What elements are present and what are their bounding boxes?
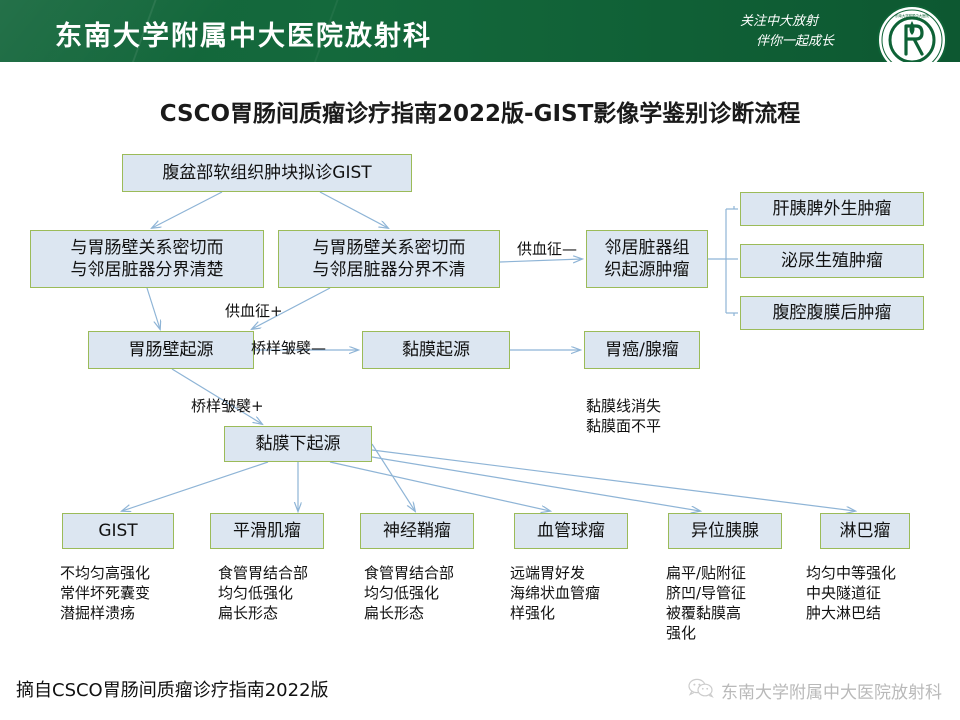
node-lymphoma[interactable]: 淋巴瘤 <box>820 513 910 549</box>
page-title: CSCO胃肠间质瘤诊疗指南2022版-GIST影像学鉴别诊断流程 <box>159 101 801 127</box>
node-pancreas[interactable]: 异位胰腺 <box>668 513 782 549</box>
node-schwannoma[interactable]: 神经鞘瘤 <box>360 513 474 549</box>
desc-schwannoma: 食管胃结合部 均匀低强化 扁长形态 <box>364 564 455 622</box>
source-note: 摘自CSCO胃肠间质瘤诊疗指南2022版 <box>16 680 329 701</box>
desc-pancreas: 扁平/贴附征 脐凹/导管征 被覆黏膜高 强化 <box>666 564 747 642</box>
wechat-icon <box>688 678 714 703</box>
node-root[interactable]: 腹盆部软组织肿块拟诊GIST <box>122 154 412 192</box>
node-glomus[interactable]: 血管球瘤 <box>514 513 628 549</box>
edge-label-bridge-plus: 桥样皱襞+ <box>191 397 264 415</box>
node-liver[interactable]: 肝胰脾外生肿瘤 <box>740 192 924 226</box>
node-mucosa[interactable]: 黏膜起源 <box>362 331 510 369</box>
node-gist[interactable]: GIST <box>62 513 174 549</box>
slogan-line-2: 伴你一起成长 <box>755 34 834 49</box>
node-gastric-ca[interactable]: 胃癌/腺瘤 <box>584 331 700 369</box>
edge-label-bridge-minus: 桥样皱襞— <box>251 339 327 357</box>
svg-text:东南大学附属中大医院: 东南大学附属中大医院 <box>895 13 930 18</box>
node-submucosa[interactable]: 黏膜下起源 <box>224 426 372 462</box>
desc-gist: 不均匀高强化 常伴坏死囊变 潜掘样溃疡 <box>60 564 151 622</box>
desc-lymphoma: 均匀中等强化 中央隧道征 肿大淋巴结 <box>806 564 897 622</box>
node-clear[interactable]: 与胃肠壁关系密切而 与邻居脏器分界清楚 <box>30 230 264 288</box>
annotation-mucosa-sign: 黏膜线消失 黏膜面不平 <box>586 397 662 435</box>
hospital-title: 东南大学附属中大医院放射科 <box>55 21 432 52</box>
desc-leiomyoma: 食管胃结合部 均匀低强化 扁长形态 <box>218 564 309 622</box>
hospital-seal-logo: 东南大学附属中大医院 ZHONGDA HOSPITAL <box>876 4 948 62</box>
node-wall[interactable]: 胃肠壁起源 <box>88 331 254 369</box>
wechat-account-name: 东南大学附属中大医院放射科 <box>721 683 942 703</box>
header-slogan: 关注中大放射 伴你一起成长 <box>740 12 834 52</box>
node-neighbor[interactable]: 邻居脏器组 织起源肿瘤 <box>586 230 708 288</box>
page-header: 东南大学附属中大医院放射科 关注中大放射 伴你一起成长 东南大学附属中大医院 Z… <box>0 0 960 62</box>
edge-label-supply-plus: 供血征+ <box>225 302 283 320</box>
node-leiomyoma[interactable]: 平滑肌瘤 <box>210 513 324 549</box>
node-unclear[interactable]: 与胃肠壁关系密切而 与邻居脏器分界不清 <box>278 230 500 288</box>
edge-label-supply-minus: 供血征— <box>517 240 578 258</box>
wechat-credit: 东南大学附属中大医院放射科 <box>688 678 942 703</box>
node-uro[interactable]: 泌尿生殖肿瘤 <box>740 244 924 278</box>
slogan-line-1: 关注中大放射 <box>739 14 818 29</box>
node-peritoneum[interactable]: 腹腔腹膜后肿瘤 <box>740 296 924 330</box>
desc-glomus: 远端胃好发 海绵状血管瘤 样强化 <box>510 564 601 622</box>
